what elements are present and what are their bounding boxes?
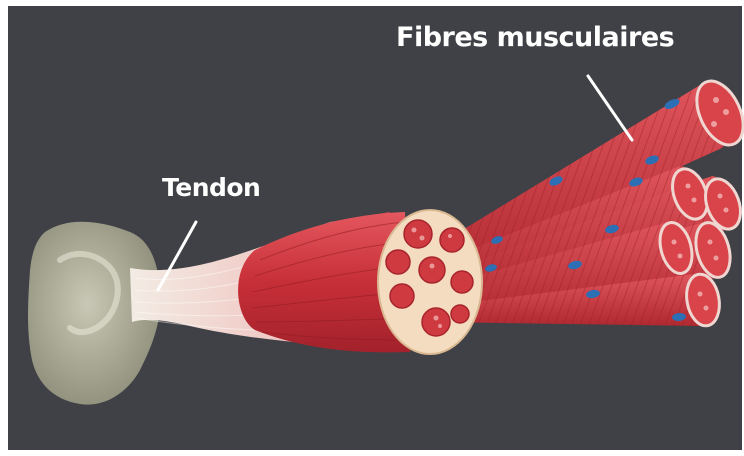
fibres-label: Fibres musculaires bbox=[396, 22, 674, 53]
muscle-cross-section bbox=[378, 210, 482, 354]
tendon-label: Tendon bbox=[162, 173, 260, 202]
